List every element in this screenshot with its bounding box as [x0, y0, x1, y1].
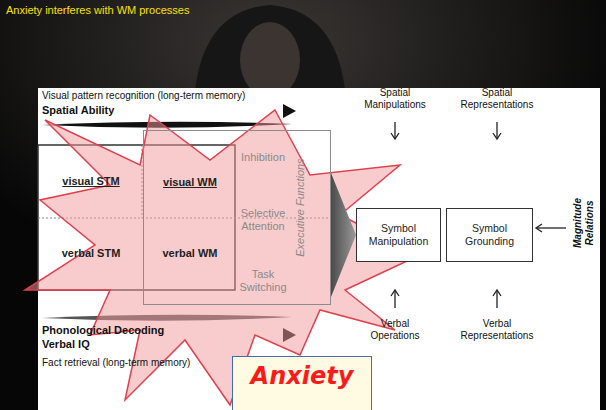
- process-box: Symbol Grounding: [446, 208, 533, 262]
- node-label: verbal STM: [62, 247, 121, 260]
- memory-cell: visual STM: [40, 147, 142, 217]
- node-label: Symbol Manipulation: [361, 222, 436, 247]
- node-label: Inhibition: [232, 151, 294, 164]
- diagram-label: Verbal IQ: [42, 338, 90, 351]
- face-shape: [240, 22, 300, 98]
- node-label: Symbol Grounding: [451, 222, 528, 247]
- process-chevron: [331, 173, 356, 297]
- memory-cell: verbal WM: [144, 220, 236, 288]
- diagram-label: Fact retrieval (long-term memory): [42, 357, 190, 369]
- node-label: Selective Attention: [232, 207, 294, 233]
- anxiety-box: Anxiety: [232, 356, 372, 410]
- node-label: visual STM: [62, 175, 119, 188]
- pointer-triangle: [283, 104, 296, 118]
- memory-cell: visual WM: [144, 147, 236, 218]
- diagram-label: Spatial Ability: [42, 104, 114, 117]
- group-heading: Executive Functions: [294, 132, 307, 282]
- slide-title: Anxiety interferes with WM processes: [6, 4, 189, 17]
- diagram-label: Spatial Representations: [455, 87, 539, 111]
- node-label: Anxiety: [251, 362, 354, 391]
- diagram-label: Visual pattern recognition (long-term me…: [42, 90, 245, 102]
- process-box: Symbol Manipulation: [356, 208, 441, 262]
- node-label: Task Switching: [232, 268, 294, 294]
- node-label: verbal WM: [162, 247, 217, 260]
- diagram-label: Spatial Manipulations: [357, 87, 433, 111]
- diagram-label: Magnitude Relations: [572, 191, 596, 255]
- diagram-label: Phonological Decoding: [42, 324, 164, 337]
- node-label: visual WM: [163, 176, 217, 189]
- diagram-label: Verbal Operations: [360, 318, 430, 342]
- executive-box: InhibitionSelective AttentionTask Switch…: [143, 130, 331, 305]
- memory-cell: verbal STM: [40, 220, 142, 288]
- diagram-label: Verbal Representations: [455, 318, 539, 342]
